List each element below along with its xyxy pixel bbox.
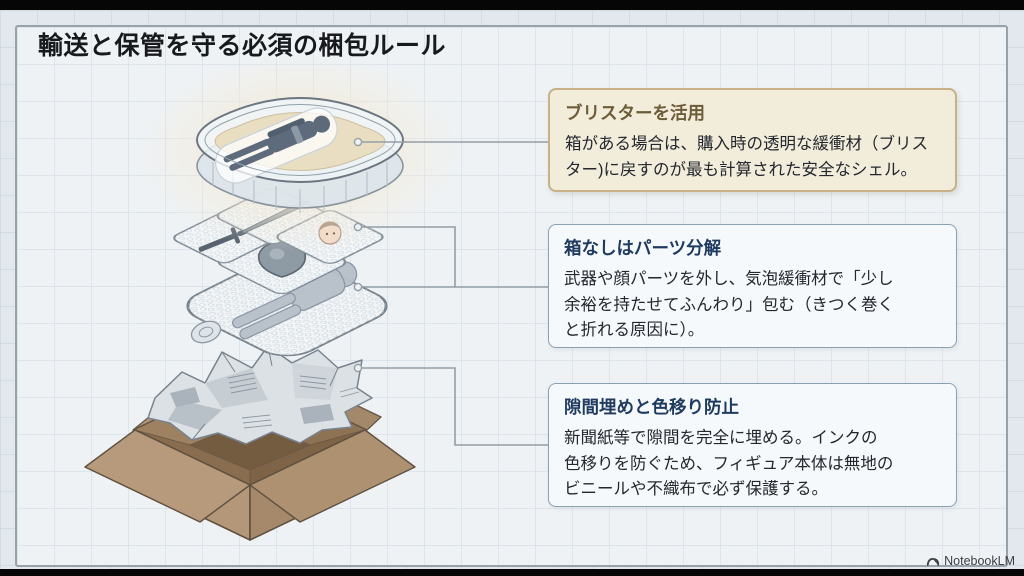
- callout-no-box: 箱なしはパーツ分解 武器や顔パーツを外し、気泡緩衝材で「少し 余裕を持たせてふん…: [548, 224, 957, 348]
- notebooklm-attribution: NotebookLM: [926, 554, 1015, 568]
- callout-blister-body: 箱がある場合は、購入時の透明な緩衝材（ブリス ター)に戻すのが最も計算された安全…: [565, 135, 928, 179]
- bottom-letterbox-bar: [0, 569, 1024, 576]
- callout-gap-fill-body: 新聞紙等で隙間を完全に埋める。インクの 色移りを防ぐため、フィギュア本体は無地の…: [564, 429, 894, 498]
- notebooklm-wordmark: NotebookLM: [944, 554, 1015, 568]
- callout-blister-title: ブリスターを活用: [565, 103, 705, 123]
- top-letterbox-bar: [0, 0, 1024, 10]
- callout-blister: ブリスターを活用 箱がある場合は、購入時の透明な緩衝材（ブリス ター)に戻すのが…: [548, 88, 957, 192]
- page-title: 輸送と保管を守る必須の梱包ルール: [38, 32, 447, 60]
- notebooklm-logo-icon: [927, 557, 940, 566]
- callout-no-box-title: 箱なしはパーツ分解: [564, 238, 722, 258]
- callout-gap-fill-title: 隙間埋めと色移り防止: [564, 397, 739, 417]
- callout-gap-fill: 隙間埋めと色移り防止 新聞紙等で隙間を完全に埋める。インクの 色移りを防ぐため、…: [548, 383, 957, 507]
- callout-no-box-body: 武器や顔パーツを外し、気泡緩衝材で「少し 余裕を持たせてふんわり」包む（きつく巻…: [564, 270, 894, 339]
